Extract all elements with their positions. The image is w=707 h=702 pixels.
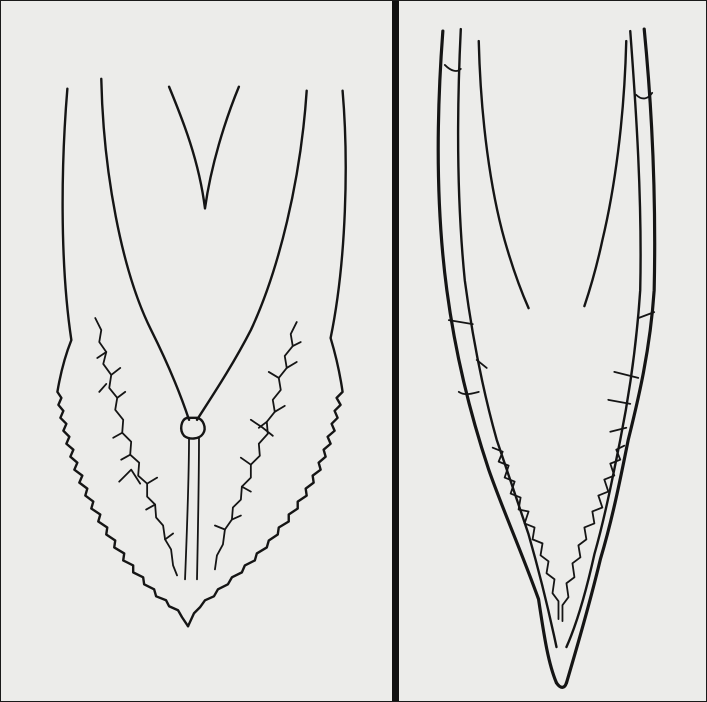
right-outer-wall-left [438,31,556,683]
right-pulp-lining-left [493,448,559,619]
right-inner-wall-right [566,31,640,647]
right-bottom-tip [556,683,566,687]
left-stem-left [185,438,189,580]
left-drawing [1,1,392,701]
left-ridge-left-spikes [97,352,173,539]
right-canal-right [584,41,626,306]
left-stem-knob [181,418,204,439]
left-stem-right [197,438,199,580]
right-drawing [399,1,706,701]
left-top-notch [169,87,239,209]
left-inner-arm-left [101,79,189,420]
panel-divider [392,1,399,701]
left-inner-arm-right [197,91,307,420]
left-ridge-right [215,322,297,569]
left-panel [1,1,392,701]
right-canal-left [479,41,529,308]
right-inner-wall-left [458,29,556,647]
right-outer-wall-right [566,29,654,683]
right-panel [399,1,706,701]
right-pulp-lining-right [562,446,624,621]
